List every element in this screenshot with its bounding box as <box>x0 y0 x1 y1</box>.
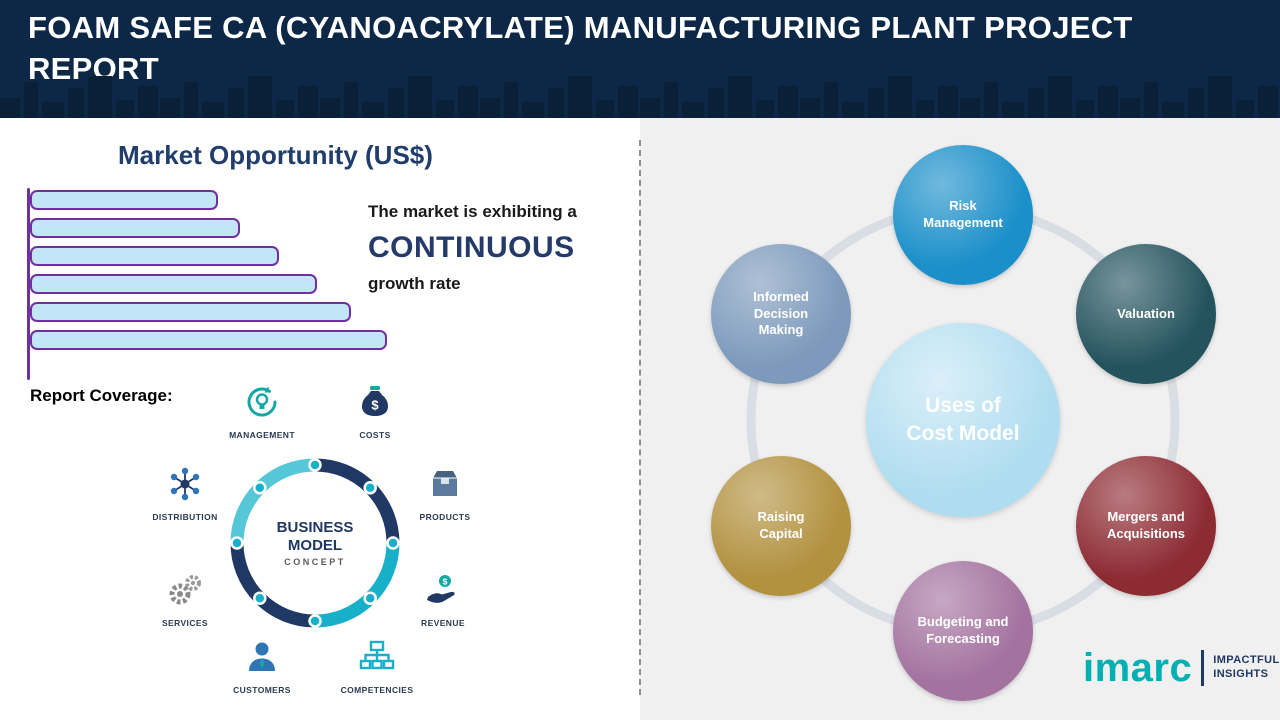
header-banner: FOAM SAFE CA (CYANOACRYLATE) MANUFACTURI… <box>0 0 1280 118</box>
services-icon <box>169 575 201 605</box>
cost-model-node-mergers-acquisitions: Mergers and Acquisitions <box>1076 456 1216 596</box>
right-panel: Risk Management Valuation Mergers and Ac… <box>640 118 1280 720</box>
coverage-item-products: PRODUCTS <box>400 464 490 522</box>
coverage-item-label: REVENUE <box>421 618 465 628</box>
market-bars <box>30 190 387 358</box>
market-bar <box>30 218 240 238</box>
market-bar <box>30 274 317 294</box>
products-icon <box>433 471 457 496</box>
market-opportunity-heading: Market Opportunity (US$) <box>118 140 433 170</box>
cost-model-center-circle: Uses of Cost Model <box>866 323 1060 517</box>
coverage-item-costs: $ COSTS <box>330 382 420 440</box>
node-label: Raising Capital <box>757 509 805 541</box>
costs-icon: $ <box>362 386 388 416</box>
coverage-item-customers: CUSTOMERS <box>217 637 307 695</box>
cost-model-center-line2: Cost Model <box>906 422 1020 445</box>
business-model-subtitle: CONCEPT <box>284 556 346 567</box>
page-title: FOAM SAFE CA (CYANOACRYLATE) MANUFACTURI… <box>28 10 1133 86</box>
report-coverage-label: Report Coverage: <box>30 386 173 405</box>
city-skyline-graphic <box>0 76 1278 118</box>
market-bar <box>30 190 218 210</box>
cost-model-node-budgeting-forecasting: Budgeting and Forecasting <box>893 561 1033 701</box>
market-text-line1: The market is exhibiting a <box>368 202 577 221</box>
coverage-item-label: DISTRIBUTION <box>152 512 218 522</box>
cost-model-node-raising-capital: Raising Capital <box>711 456 851 596</box>
business-model-title: BUSINESS MODEL <box>276 519 354 554</box>
node-label: Risk Management <box>923 198 1003 230</box>
management-icon <box>247 386 277 417</box>
business-model-ring-graphic <box>230 458 400 628</box>
imarc-logo-tagline: IMPACTFUL INSIGHTS <box>1213 654 1279 682</box>
coverage-item-revenue: $ REVENUE <box>398 570 488 628</box>
coverage-item-label: COMPETENCIES <box>340 685 414 695</box>
revenue-icon: $ <box>427 575 455 603</box>
market-bar <box>30 246 279 266</box>
svg-text:$: $ <box>371 398 379 413</box>
coverage-item-label: MANAGEMENT <box>229 430 295 440</box>
market-growth-text: The market is exhibiting a CONTINUOUS gr… <box>368 202 633 294</box>
coverage-item-competencies: COMPETENCIES <box>332 637 422 695</box>
node-label: Valuation <box>1117 305 1175 321</box>
logo-divider <box>1201 650 1205 686</box>
business-model-center: BUSINESS MODEL CONCEPT <box>220 448 410 638</box>
competencies-icon <box>359 640 395 670</box>
coverage-item-label: SERVICES <box>161 618 209 628</box>
cost-model-node-valuation: Valuation <box>1076 244 1216 384</box>
svg-text:$: $ <box>443 577 448 587</box>
bar-chart-axis <box>27 188 30 380</box>
coverage-item-management: MANAGEMENT <box>217 382 307 440</box>
market-text-line3: growth rate <box>368 274 461 293</box>
coverage-item-services: SERVICES <box>140 570 230 628</box>
customers-icon <box>249 642 275 671</box>
vertical-dashed-divider <box>639 140 641 695</box>
left-panel: Market Opportunity (US$) The market is e… <box>0 118 640 720</box>
coverage-item-label: PRODUCTS <box>419 512 471 522</box>
market-bar <box>30 330 387 350</box>
cost-model-node-risk-management: Risk Management <box>893 145 1033 285</box>
node-label: Mergers and Acquisitions <box>1106 509 1185 541</box>
tagline-line1: IMPACTFUL <box>1213 654 1280 667</box>
tagline-line2: INSIGHTS <box>1213 668 1269 680</box>
imarc-logo: imarc IMPACTFUL INSIGHTS <box>1083 648 1280 688</box>
coverage-item-label: CUSTOMERS <box>233 685 291 695</box>
cost-model-node-informed-decision-making: Informed Decision Making <box>711 244 851 384</box>
distribution-icon <box>170 467 200 501</box>
node-label: Budgeting and Forecasting <box>917 614 1009 646</box>
node-label: Informed Decision Making <box>753 288 809 338</box>
imarc-logo-wordmark: imarc <box>1083 646 1193 690</box>
coverage-item-label: COSTS <box>359 430 391 440</box>
market-text-emphasis: CONTINUOUS <box>368 231 575 264</box>
coverage-item-distribution: DISTRIBUTION <box>140 464 230 522</box>
cost-model-center-line1: Uses of <box>925 393 1001 417</box>
market-bar <box>30 302 351 322</box>
